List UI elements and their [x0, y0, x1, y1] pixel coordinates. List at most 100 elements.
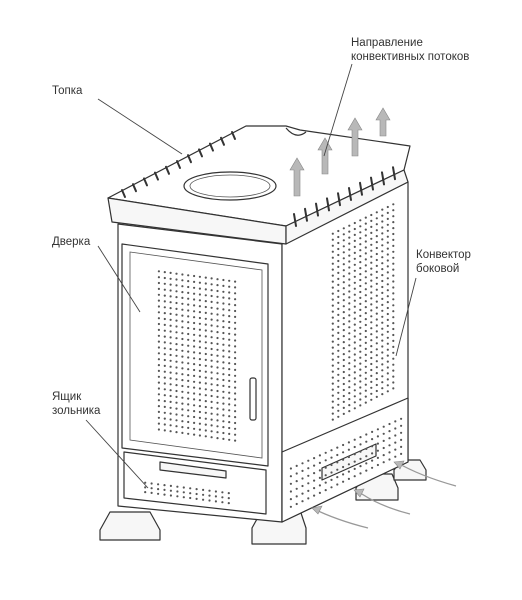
- perforation-hole: [381, 279, 384, 283]
- perforation-hole: [163, 288, 166, 291]
- perforation-hole: [364, 234, 367, 237]
- perforation-hole: [198, 369, 201, 372]
- perforation-hole: [364, 359, 367, 362]
- perforation-hole: [169, 330, 172, 333]
- perforation-hole: [381, 250, 384, 253]
- perforation-hole: [381, 387, 384, 390]
- perforation-hole: [313, 487, 316, 490]
- perforation-hole: [289, 467, 292, 470]
- perforation-hole: [342, 281, 345, 284]
- perforation-hole: [364, 300, 367, 303]
- perforation-hole: [337, 235, 340, 239]
- perforation-hole: [216, 284, 219, 287]
- perforation-hole: [359, 380, 362, 383]
- perforation-hole: [181, 302, 184, 305]
- perforation-hole: [198, 422, 201, 425]
- perforation-hole: [353, 377, 356, 380]
- perforation-hole: [157, 311, 160, 314]
- perforation-hole: [163, 282, 166, 285]
- perforation-hole: [157, 369, 160, 372]
- perforation-hole: [359, 243, 362, 246]
- perforation-hole: [198, 381, 201, 384]
- perforation-hole: [392, 215, 395, 218]
- perforation-hole: [365, 433, 368, 436]
- perforation-hole: [228, 397, 231, 400]
- perforation-hole: [204, 417, 207, 420]
- perforation-hole: [187, 432, 190, 435]
- perforation-hole: [392, 381, 395, 384]
- perforation-hole: [181, 379, 184, 382]
- perforation-hole: [386, 283, 389, 286]
- perforation-hole: [375, 312, 378, 315]
- perforation-hole: [216, 319, 219, 322]
- perforation-hole: [193, 274, 196, 278]
- perforation-hole: [342, 370, 345, 374]
- perforation-hole: [371, 459, 374, 462]
- perforation-hole: [353, 239, 356, 242]
- perforation-hole: [193, 292, 196, 295]
- perforation-hole: [175, 395, 178, 398]
- perforation-hole: [386, 390, 389, 393]
- perforation-hole: [163, 417, 166, 420]
- perforation-hole: [382, 446, 385, 450]
- perforation-hole: [364, 276, 367, 279]
- perforation-hole: [295, 495, 298, 498]
- perforation-hole: [365, 469, 368, 472]
- perforation-hole: [216, 372, 219, 375]
- perforation-hole: [392, 327, 395, 331]
- perforation-hole: [331, 316, 334, 319]
- perforation-hole: [181, 420, 184, 423]
- perforation-hole: [169, 412, 172, 415]
- perforation-hole: [386, 318, 389, 321]
- perforation-hole: [347, 441, 350, 444]
- perforation-hole: [348, 242, 351, 245]
- vent-slot: [359, 181, 363, 196]
- perforation-hole: [337, 361, 340, 364]
- perforation-hole: [210, 430, 213, 433]
- perforation-hole: [370, 267, 373, 270]
- perforation-hole: [318, 476, 321, 479]
- perforation-hole: [382, 461, 385, 464]
- perforation-hole: [204, 429, 207, 432]
- perforation-hole: [221, 491, 224, 494]
- perforation-hole: [181, 426, 184, 429]
- perforation-hole: [157, 281, 160, 285]
- perforation-hole: [386, 265, 389, 268]
- perforation-hole: [364, 222, 367, 225]
- perforation-hole: [394, 441, 397, 444]
- perforation-hole: [337, 241, 340, 245]
- perforation-hole: [163, 329, 166, 332]
- perforation-hole: [187, 356, 190, 359]
- perforation-hole: [359, 368, 362, 371]
- perforation-hole: [181, 414, 184, 417]
- perforation-hole: [301, 484, 304, 488]
- perforation-hole: [359, 249, 362, 252]
- perforation-hole: [337, 391, 340, 394]
- perforation-hole: [331, 274, 334, 277]
- perforation-hole: [181, 402, 184, 405]
- perforation-hole: [318, 484, 321, 487]
- perforation-hole: [330, 463, 333, 467]
- perforation-hole: [210, 336, 213, 339]
- perforation-hole: [193, 298, 196, 301]
- perforation-hole: [400, 431, 403, 434]
- leader-convector: [395, 277, 417, 357]
- perforation-hole: [370, 237, 373, 240]
- perforation-hole: [221, 501, 224, 504]
- perforation-hole: [169, 359, 172, 362]
- perforation-hole: [375, 324, 378, 327]
- perforation-hole: [348, 374, 351, 377]
- perforation-hole: [187, 350, 190, 353]
- perforation-hole: [386, 277, 389, 280]
- perforation-hole: [210, 418, 213, 421]
- perforation-hole: [175, 272, 178, 275]
- perforation-hole: [371, 452, 374, 455]
- perforation-hole: [331, 394, 334, 397]
- perforation-hole: [400, 452, 403, 455]
- perforation-hole: [169, 324, 172, 327]
- perforation-hole: [359, 225, 362, 228]
- perforation-hole: [295, 502, 298, 506]
- perforation-hole: [198, 363, 201, 367]
- vent-slot: [348, 187, 352, 201]
- perforation-hole: [175, 425, 178, 428]
